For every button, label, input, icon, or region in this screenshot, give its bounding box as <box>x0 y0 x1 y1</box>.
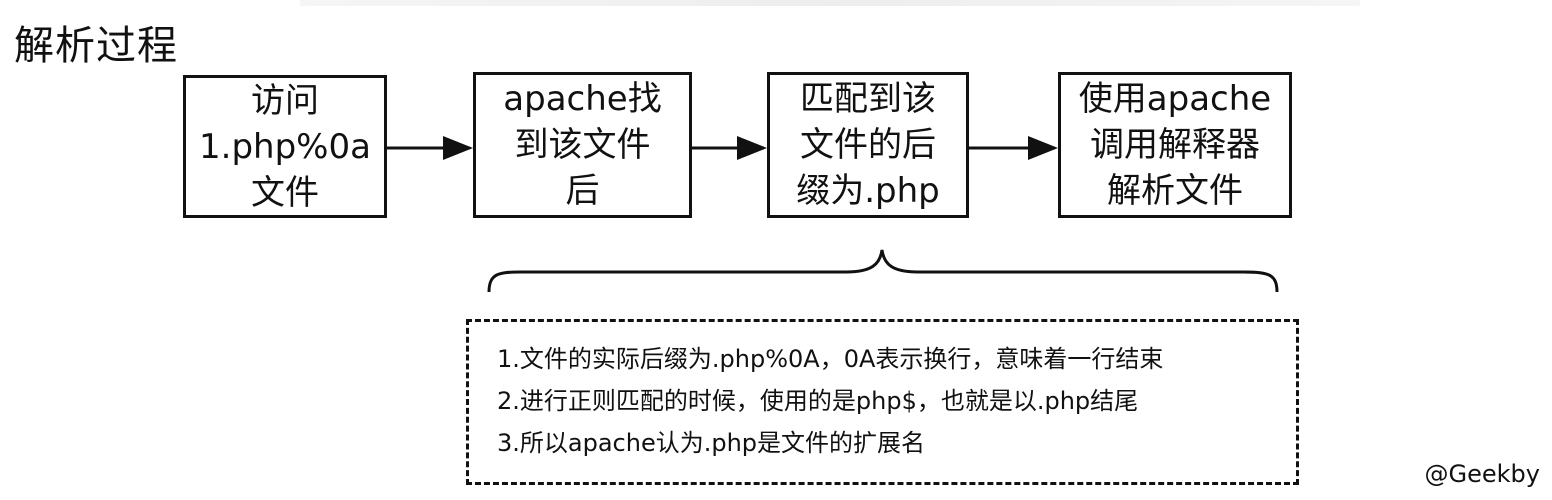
step-label: apache找 到该文件 后 <box>503 79 662 211</box>
note-line-2: 2.进行正则匹配的时候，使用的是php$，也就是以.php结尾 <box>497 387 1139 415</box>
step-label: 匹配到该 文件的后 缀为.php <box>796 79 940 211</box>
note-line-3: 3.所以apache认为.php是文件的扩展名 <box>497 429 926 457</box>
diagram-title: 解析过程 <box>14 23 178 69</box>
top-edge-fade <box>300 0 1360 6</box>
note-line-1: 1.文件的实际后缀为.php%0A，0A表示换行，意味着一行结束 <box>497 345 1164 373</box>
step-box-match-suffix: 匹配到该 文件的后 缀为.php <box>767 72 969 218</box>
step-label: 使用apache 调用解释器 解析文件 <box>1078 79 1272 211</box>
step-box-apache-find: apache找 到该文件 后 <box>473 72 692 218</box>
step-label: 访问 1.php%0a 文件 <box>199 80 371 213</box>
explanation-box: 1.文件的实际后缀为.php%0A，0A表示换行，意味着一行结束 2.进行正则匹… <box>466 319 1299 485</box>
author-watermark: @Geekby <box>1424 460 1540 488</box>
step-box-access-file: 访问 1.php%0a 文件 <box>183 75 387 218</box>
step-box-parse-file: 使用apache 调用解释器 解析文件 <box>1058 72 1292 218</box>
curly-brace <box>487 249 1279 293</box>
